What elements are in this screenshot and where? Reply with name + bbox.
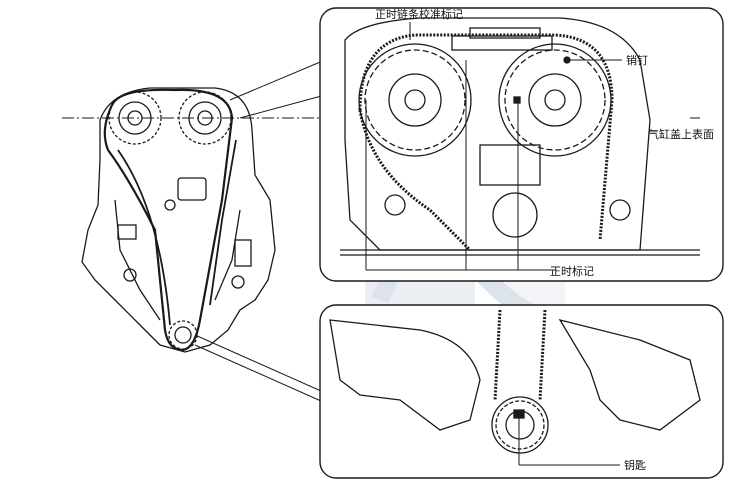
bolt-hole (231, 275, 245, 289)
label-pin: 销钉 (626, 53, 648, 67)
engine-block-inner (114, 199, 241, 321)
timing-chain-detail (358, 109, 472, 252)
housing-block (479, 144, 541, 186)
dowel-pin (563, 56, 571, 64)
zoom-connectors (194, 59, 331, 406)
crankshaft-key (513, 409, 525, 419)
block-boss (234, 239, 252, 267)
cam-cap (451, 35, 553, 51)
label-key: 钥匙 (624, 458, 646, 472)
crankshaft-sprocket-teeth (495, 400, 545, 450)
timing-chain-detail (358, 33, 614, 241)
lower-block-right (558, 318, 701, 431)
timing-mark-notch (513, 96, 521, 104)
exhaust-sprocket-bore (544, 89, 566, 111)
zoom-line (194, 344, 331, 406)
intake-sprocket-hub (388, 73, 442, 127)
block-boss (177, 177, 207, 201)
zoom-line (229, 59, 326, 101)
exhaust-sprocket-detail (498, 43, 612, 157)
intake-sprocket-bore (404, 89, 426, 111)
exhaust-sprocket-hub (528, 73, 582, 127)
top-detail-drawing (340, 17, 700, 271)
intake-sprocket-detail (358, 43, 472, 157)
cylinder-head-outline (344, 17, 651, 251)
bolt-boss (492, 192, 538, 238)
zoom-line (194, 334, 331, 396)
bolt-boss (384, 194, 406, 216)
bolt-boss (609, 199, 631, 221)
label-leaders (409, 22, 700, 271)
bolt-hole (164, 199, 176, 211)
engine-overview (81, 87, 276, 353)
bottom-detail-drawing (329, 309, 701, 466)
exhaust-sprocket-teeth (504, 49, 606, 151)
intake-sprocket-teeth (364, 49, 466, 151)
chain-run-right (538, 309, 547, 401)
crankshaft-sprocket (168, 320, 198, 350)
label-chain-alignment-mark: 正时链条校准标记 (375, 7, 463, 21)
label-timing-mark: 正时标记 (550, 264, 594, 278)
cam-cap-top (469, 27, 541, 39)
chain-guide-left (117, 149, 171, 326)
bolt-hole (123, 268, 137, 282)
block-boss (117, 224, 137, 240)
timing-chain (103, 88, 234, 352)
chain-run-left (493, 309, 502, 401)
crankshaft-hub (174, 326, 192, 344)
crankshaft-sprocket-detail (491, 396, 549, 454)
lower-block-left (329, 319, 481, 431)
chain-guide-right (209, 139, 237, 306)
label-cylinder-head-top-surface: 气缸盖上表面 (648, 127, 714, 141)
zoom-line (239, 94, 326, 119)
bottom-detail-panel (319, 304, 724, 479)
